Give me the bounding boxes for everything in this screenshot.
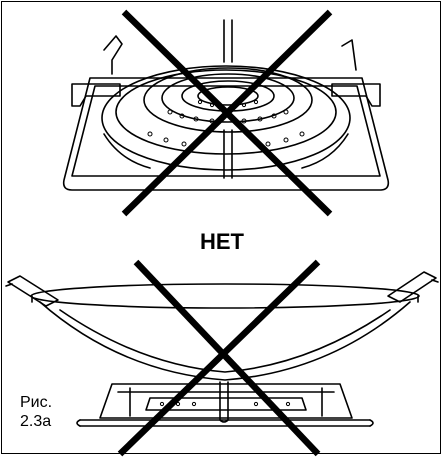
verdict-label: НЕТ (200, 229, 244, 254)
figure-caption-line-1: Рис. (20, 394, 53, 411)
figure-caption-line-2: 2.3а (20, 413, 52, 430)
x-cross-icon (121, 9, 333, 217)
x-cross-icon (117, 259, 321, 457)
burner-with-grate-ring-icon (62, 19, 390, 191)
figure-caption: Рис. 2.3а (20, 393, 52, 431)
wok-on-burner-icon (5, 271, 439, 427)
